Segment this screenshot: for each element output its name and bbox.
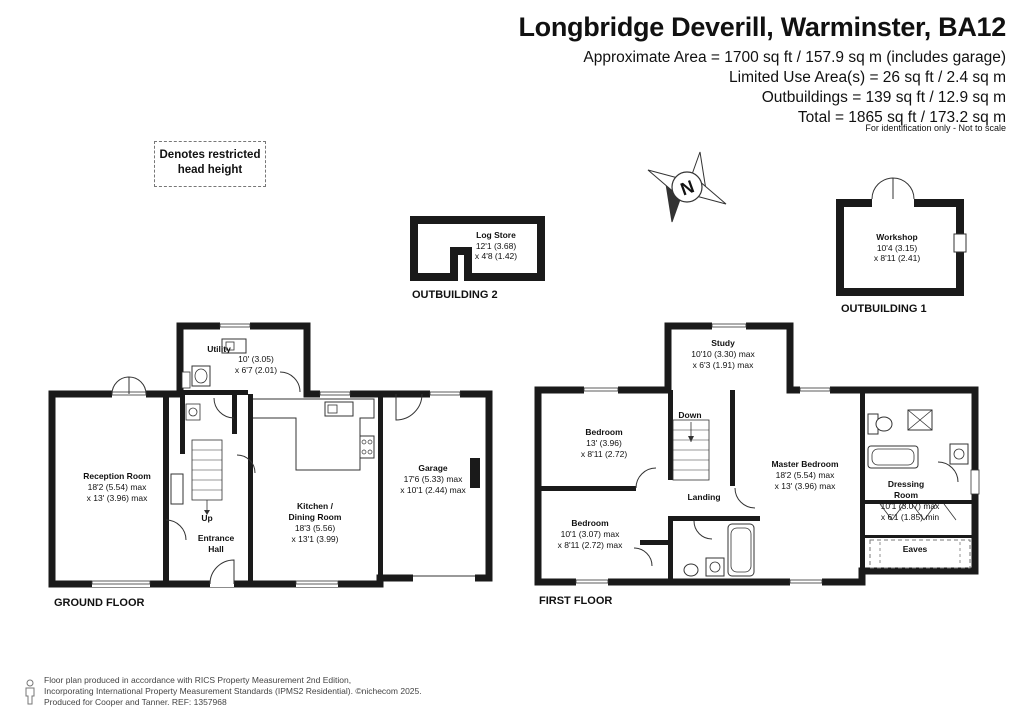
utility-name: Utility [207, 344, 231, 354]
workshop-dim1: 10'4 (3.15) [877, 243, 918, 253]
dressing-room-name-1: Dressing [888, 479, 924, 489]
kitchen-dim1: 18'3 (5.56) [295, 523, 336, 533]
study-dim2: x 6'3 (1.91) max [693, 360, 754, 370]
dressing-room-dim2: x 6'1 (1.85) min [881, 512, 940, 522]
bedroom-2-dim1: 10'1 (3.07) max [561, 529, 621, 539]
master-bedroom-name: Master Bedroom [771, 459, 839, 469]
workshop [836, 177, 967, 296]
person-scale-icon [25, 679, 35, 705]
bedroom-1-dim2: x 8'11 (2.72) [581, 449, 628, 459]
area-summary: Approximate Area = 1700 sq ft / 157.9 sq… [583, 48, 1006, 128]
workshop-name: Workshop [876, 232, 917, 242]
compass-letter: N [678, 176, 697, 199]
garage-dim2: x 10'1 (2.44) max [400, 485, 466, 495]
outbuilding-2-label: OUTBUILDING 2 [412, 289, 498, 301]
master-bedroom-dim1: 18'2 (5.54) max [776, 470, 836, 480]
legend-line-1: Denotes restricted [159, 149, 261, 161]
ground-floor-plan [48, 322, 493, 588]
study-dim1: 10'10 (3.30) max [691, 349, 755, 359]
landing-name: Landing [687, 492, 720, 502]
master-bedroom-dim2: x 13' (3.96) max [775, 481, 836, 491]
legend-line-2: head height [177, 164, 243, 176]
approximate-area: Approximate Area = 1700 sq ft / 157.9 sq… [583, 49, 1006, 66]
footer-line-3: Produced for Cooper and Tanner. REF: 135… [44, 697, 227, 707]
log-store-dim2: x 4'8 (1.42) [475, 251, 517, 261]
log-store [410, 216, 545, 281]
stairs-down-label: Down [678, 410, 701, 420]
kitchen-name-2: Dining Room [289, 512, 342, 522]
bedroom-2-name: Bedroom [571, 518, 609, 528]
ground-floor-label: GROUND FLOOR [54, 597, 144, 609]
entrance-name-1: Entrance [198, 533, 235, 543]
kitchen-dim2: x 13'1 (3.99) [292, 534, 339, 544]
bedroom-1-name: Bedroom [585, 427, 623, 437]
log-store-name: Log Store [476, 230, 516, 240]
limited-use-area: Limited Use Area(s) = 26 sq ft / 2.4 sq … [729, 69, 1006, 86]
entrance-name-2: Hall [208, 544, 224, 554]
garage-dim1: 17'6 (5.33) max [404, 474, 464, 484]
log-store-dim1: 12'1 (3.68) [476, 241, 517, 251]
footer-line-2: Incorporating International Property Mea… [44, 686, 422, 696]
stairs-up-label: Up [201, 513, 212, 523]
garage-name: Garage [418, 463, 448, 473]
outbuildings-area: Outbuildings = 139 sq ft / 12.9 sq m [761, 89, 1006, 106]
identification-note: For identification only - Not to scale [865, 123, 1006, 133]
outbuilding-1-label: OUTBUILDING 1 [841, 303, 927, 315]
property-title: Longbridge Deverill, Warminster, BA12 [518, 12, 1006, 42]
bedroom-2-dim2: x 8'11 (2.72) max [558, 540, 624, 550]
reception-name: Reception Room [83, 471, 151, 481]
compass-icon: N [647, 151, 727, 223]
restricted-height-legend: Denotes restricted head height [154, 141, 266, 187]
kitchen-name-1: Kitchen / [297, 501, 334, 511]
first-floor-plan [534, 322, 980, 586]
first-floor-label: FIRST FLOOR [539, 595, 612, 607]
total-area: Total = 1865 sq ft / 173.2 sq m [797, 109, 1006, 126]
utility-dim2: x 6'7 (2.01) [235, 365, 277, 375]
dressing-room-dim1: 10'1 (3.07) max [881, 501, 941, 511]
footer-line-1: Floor plan produced in accordance with R… [44, 675, 352, 685]
footer-notes: Floor plan produced in accordance with R… [44, 675, 422, 708]
workshop-dim2: x 8'11 (2.41) [874, 253, 921, 263]
reception-dim1: 18'2 (5.54) max [88, 482, 148, 492]
dressing-room-name-2: Room [894, 490, 919, 500]
utility-dim1: 10' (3.05) [238, 354, 274, 364]
bedroom-1-dim1: 13' (3.96) [586, 438, 622, 448]
eaves-name: Eaves [903, 544, 928, 554]
study-name: Study [711, 338, 735, 348]
reception-dim2: x 13' (3.96) max [87, 493, 148, 503]
